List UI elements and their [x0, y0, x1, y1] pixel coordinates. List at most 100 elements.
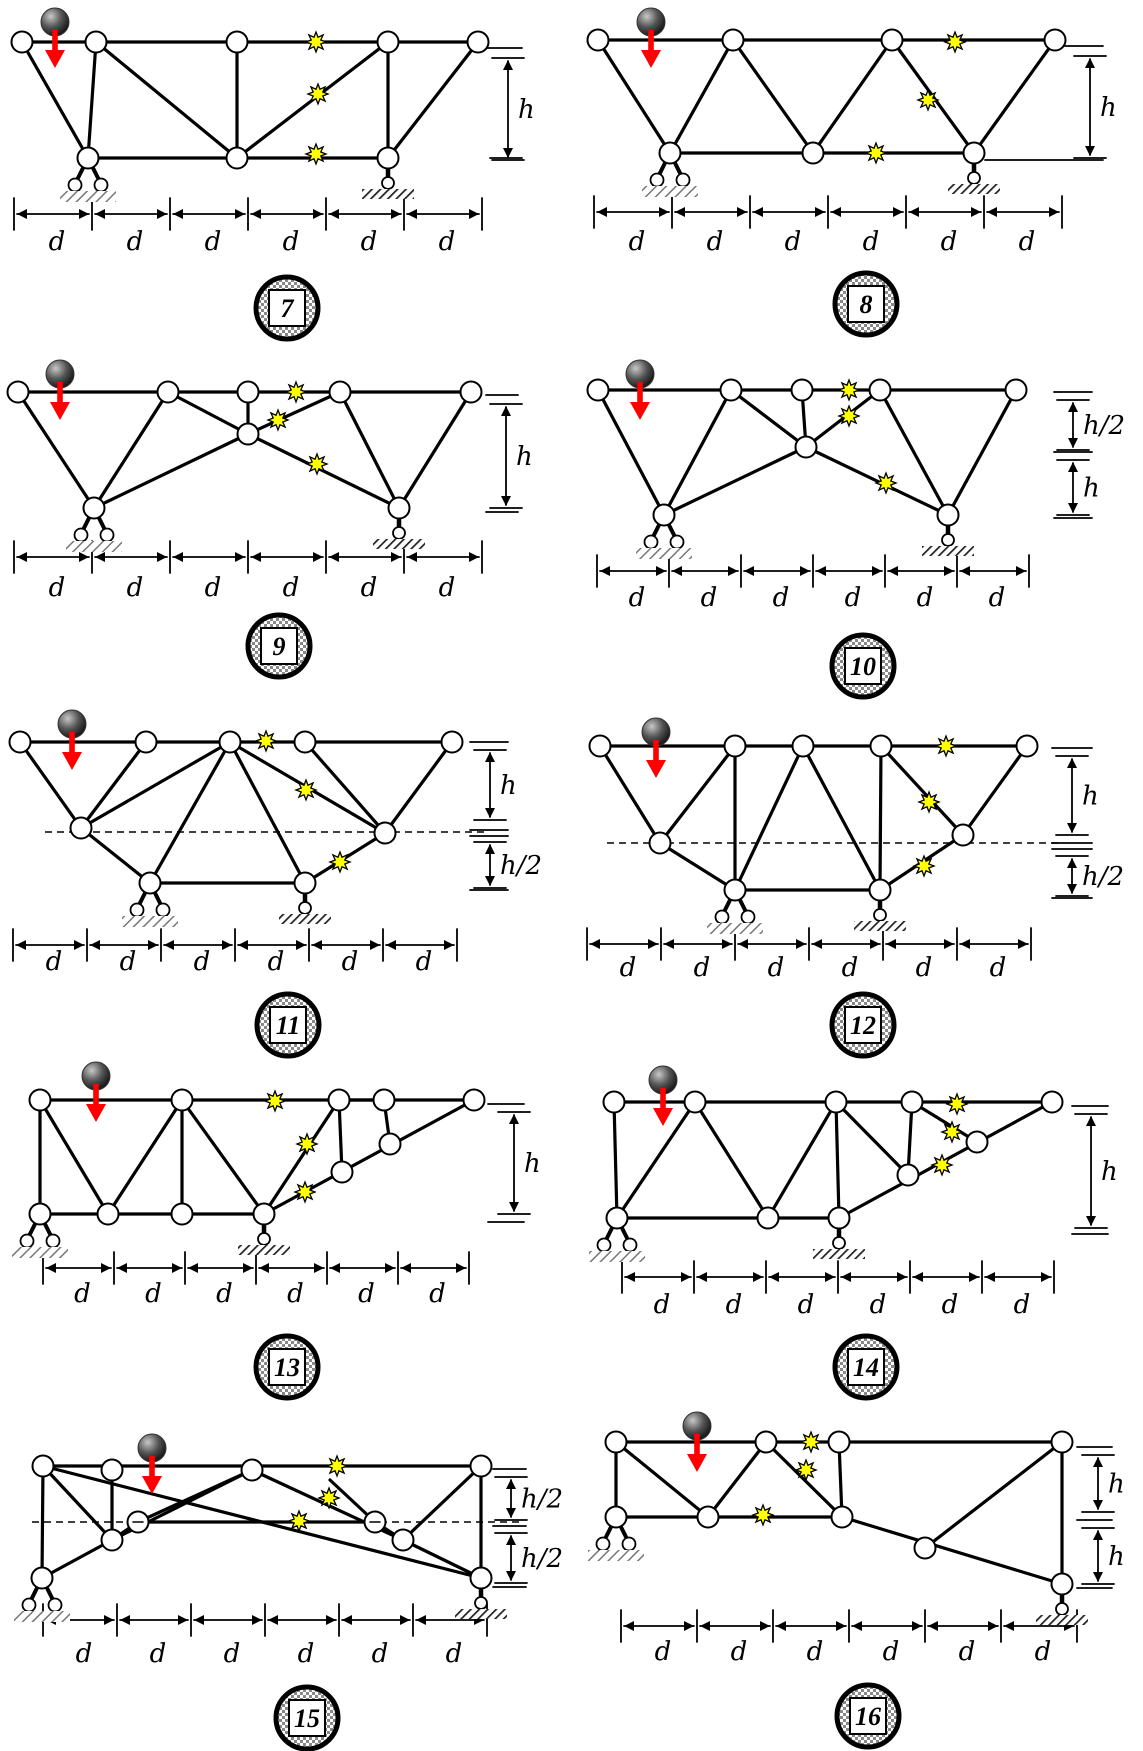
truss-member — [811, 38, 894, 155]
node-icon — [868, 378, 892, 402]
pin-support-icon — [589, 1251, 645, 1262]
dimension-arrowhead — [944, 566, 954, 576]
truss-member — [92, 390, 170, 510]
span-label: d — [49, 573, 66, 603]
pin-support-icon — [636, 548, 692, 559]
truss-member — [693, 1100, 770, 1220]
star-marker-icon — [837, 378, 861, 402]
dimension-arrowhead — [800, 566, 810, 576]
star-marker-icon — [305, 452, 329, 476]
span-label: d — [287, 1279, 304, 1309]
span-label: d — [942, 1290, 959, 1320]
node-icon — [868, 878, 892, 902]
load-arrow-icon — [50, 402, 70, 420]
roller-support-icon — [832, 1236, 846, 1250]
node-icon — [1015, 734, 1039, 758]
truss-member — [612, 1100, 619, 1220]
height-label: h — [1108, 1542, 1125, 1572]
panel-number-box — [260, 627, 298, 665]
dimension-arrowhead — [268, 1615, 278, 1625]
star-marker-icon — [751, 1503, 775, 1527]
dimension-arrowhead — [326, 1615, 336, 1625]
truss-member — [615, 1100, 697, 1220]
pin-support-icon — [595, 1536, 611, 1552]
truss-member — [658, 744, 737, 845]
dimension-arrowhead — [737, 207, 747, 217]
truss-member — [878, 744, 883, 892]
dimension-arrowhead — [312, 940, 322, 950]
dimension-arrowhead — [909, 207, 919, 217]
pin-support-icon — [122, 916, 178, 927]
truss-member — [180, 1098, 266, 1216]
node-icon — [462, 1088, 486, 1112]
truss-member — [834, 1100, 841, 1220]
node-icon — [723, 878, 747, 902]
pin-support-icon — [649, 172, 665, 188]
load-arrow-icon — [86, 1104, 106, 1122]
dimension-arrowhead — [469, 209, 479, 219]
span-label: d — [916, 953, 933, 983]
height-label: h — [1082, 782, 1099, 812]
pin-support-icon — [707, 923, 763, 934]
dimension-arrowhead — [625, 1272, 635, 1282]
span-label: d — [773, 583, 790, 613]
dimension-arrowhead — [1004, 1621, 1014, 1631]
dimension-arrowhead — [624, 1621, 634, 1631]
dimension-arrowhead — [509, 1202, 519, 1212]
dimension-arrowhead — [164, 940, 174, 950]
roller-support-icon — [373, 539, 425, 549]
span-label: d — [654, 1290, 671, 1320]
node-icon — [236, 422, 260, 446]
pin-support-icon — [47, 1597, 63, 1613]
span-label: d — [807, 1637, 824, 1667]
load-arrow-icon — [646, 760, 666, 778]
truss-member — [246, 390, 342, 436]
node-icon — [378, 1132, 402, 1156]
dimension-arrowhead — [815, 207, 825, 217]
dimension-arrowhead — [157, 209, 167, 219]
node-icon — [30, 1566, 54, 1590]
span-label: d — [439, 227, 456, 257]
node-icon — [6, 380, 30, 404]
truss-member — [731, 38, 815, 155]
dimension-arrowhead — [1016, 566, 1026, 576]
span-label: d — [798, 1290, 815, 1320]
height-label: h/2 — [521, 1485, 563, 1515]
truss-member — [878, 388, 950, 517]
span-label: d — [446, 1639, 463, 1669]
node-icon — [880, 28, 904, 52]
node-icon — [1004, 378, 1028, 402]
node-icon — [218, 730, 242, 754]
roller-support-icon — [854, 921, 906, 931]
dimension-arrowhead — [117, 1263, 127, 1273]
dimension-arrowhead — [173, 209, 183, 219]
dimension-arrowhead — [391, 552, 401, 562]
node-icon — [28, 1202, 52, 1226]
dimension-arrowhead — [172, 1263, 182, 1273]
star-marker-icon — [945, 1092, 969, 1116]
load-arrow-icon — [142, 1476, 162, 1494]
node-icon — [721, 28, 745, 52]
truss-member — [972, 38, 1057, 155]
truss-member — [79, 740, 232, 830]
dimension-arrowhead — [259, 1263, 269, 1273]
dimension-arrowhead — [243, 1263, 253, 1273]
dimension-arrowhead — [222, 940, 232, 950]
truss-member — [397, 390, 473, 510]
dimension-arrowhead — [407, 552, 417, 562]
dimension-arrowhead — [79, 552, 89, 562]
node-icon — [225, 30, 249, 54]
node-icon — [913, 1536, 937, 1560]
dimension-arrowhead — [370, 940, 380, 950]
pin-support-icon — [93, 177, 109, 193]
dimension-arrowhead — [509, 1114, 519, 1124]
star-marker-icon — [912, 854, 936, 878]
truss-member — [668, 38, 735, 155]
span-label: d — [941, 227, 958, 257]
span-label: d — [1014, 1290, 1031, 1320]
dimension-arrowhead — [681, 1272, 691, 1282]
dimension-arrowhead — [194, 1615, 204, 1625]
dimension-arrowhead — [252, 1615, 262, 1625]
span-label: d — [74, 1279, 91, 1309]
